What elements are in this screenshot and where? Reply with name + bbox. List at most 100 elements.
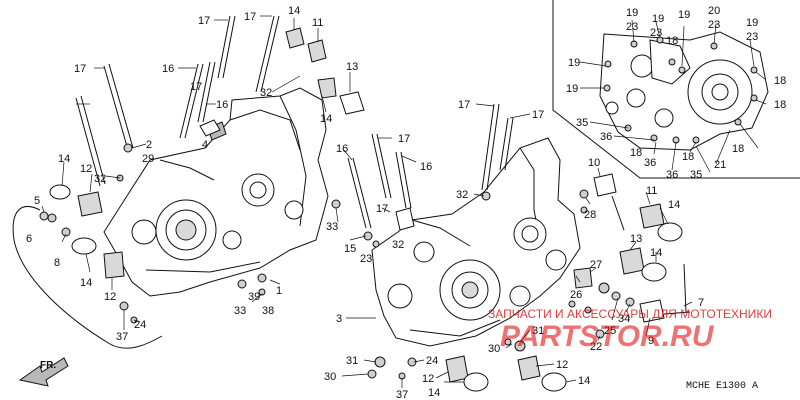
callout-c28: 1 (276, 285, 282, 297)
callout-c46: 14 (428, 387, 440, 399)
callout-c23: 24 (134, 319, 146, 331)
front-marker-label: FR. (40, 360, 56, 371)
callout-c45: 12 (422, 373, 434, 385)
callout-c26: 39 (248, 291, 260, 303)
callout-c30: 17 (398, 133, 410, 145)
callout-c51: 10 (588, 157, 600, 169)
right-studs (347, 103, 514, 229)
inset-callout-labels: 19 19 23 19 23 20 23 19 23 19 18 18 19 1… (566, 5, 786, 181)
callout-c5: 17 (74, 63, 86, 75)
inset-callout-i5: 23 (650, 27, 662, 39)
callout-c36: 32 (392, 239, 404, 251)
callout-c31: 16 (420, 161, 432, 173)
callout-c25: 33 (234, 305, 246, 317)
inset-callout-i23: 35 (690, 169, 702, 181)
callout-c57: 27 (590, 259, 602, 271)
callout-c34: 15 (344, 243, 356, 255)
callout-c42: 30 (324, 371, 336, 383)
inset-bolt-heads (603, 36, 758, 144)
callout-c16: 12 (80, 163, 92, 175)
callout-c12: 4 (202, 139, 208, 151)
inset-callout-i12: 18 (774, 75, 786, 87)
callout-c54: 14 (668, 199, 680, 211)
front-direction-arrow: FR. (18, 357, 69, 387)
inset-callout-i1: 19 (568, 57, 580, 69)
inset-callout-i15: 35 (576, 117, 588, 129)
callout-c9: 32 (260, 87, 272, 99)
left-studs (75, 15, 280, 187)
left-small-parts (12, 27, 365, 349)
callout-c39: 32 (456, 189, 468, 201)
callout-c56: 14 (650, 247, 662, 259)
callout-c38: 17 (532, 109, 544, 121)
callout-c29: 16 (336, 143, 348, 155)
inset-callout-i22: 36 (666, 169, 678, 181)
callout-c8: 16 (216, 99, 228, 111)
callout-c14: 29 (142, 153, 154, 165)
callout-c48: 30 (488, 343, 500, 355)
callout-c15: 14 (58, 153, 70, 165)
inset-callout-i9: 23 (746, 31, 758, 43)
watermark: ЗАПЧАСТИ И АКСЕССУАРЫ ДЛЯ МОТОТЕХНИКИ PA… (488, 307, 772, 353)
callout-c41: 31 (346, 355, 358, 367)
callout-c40: 3 (336, 313, 342, 325)
callout-c1: 17 (198, 15, 210, 27)
callout-c4: 11 (312, 17, 323, 29)
watermark-tagline: ЗАПЧАСТИ И АКСЕССУАРЫ ДЛЯ МОТОТЕХНИКИ (488, 307, 772, 321)
callout-c35: 23 (360, 253, 372, 265)
callout-c63: 9 (648, 335, 654, 347)
callout-c55: 13 (630, 233, 642, 245)
inset-callout-i13: 19 (566, 83, 578, 95)
callout-c49: 12 (556, 359, 568, 371)
right-small-parts (363, 173, 691, 392)
callout-c32: 17 (376, 203, 388, 215)
leader-lines (41, 15, 767, 388)
inset-callout-i4: 19 (652, 13, 664, 25)
inset-callout-i20: 21 (714, 159, 726, 171)
callout-c44: 37 (396, 389, 408, 400)
callout-c62: 7 (698, 297, 704, 309)
callout-c3: 14 (288, 5, 300, 17)
callout-c6: 16 (162, 63, 174, 75)
inset-callout-i14: 18 (774, 99, 786, 111)
callout-c43: 24 (426, 355, 438, 367)
callout-c20: 8 (54, 257, 60, 269)
callout-c61: 22 (590, 341, 602, 353)
callout-c37: 17 (458, 99, 470, 111)
inset-callout-i19: 18 (682, 151, 694, 163)
inset-callout-i21: 18 (732, 143, 744, 155)
callout-labels: 17 17 14 11 17 16 17 16 32 13 14 4 2 29 … (26, 5, 704, 400)
watermark-brand: PARTSTOR.RU (500, 320, 715, 353)
inset-callout-i3: 23 (626, 21, 638, 33)
callout-c19: 6 (26, 233, 32, 245)
inset-callout-i10: 19 (678, 9, 690, 21)
inset-callout-i17: 18 (630, 147, 642, 159)
callout-c52: 28 (584, 209, 596, 221)
callout-c2: 17 (244, 11, 256, 23)
callout-c18: 5 (34, 195, 40, 207)
right-crankcase-half (371, 137, 581, 347)
callout-c24: 37 (116, 331, 128, 343)
callout-c13: 2 (146, 139, 152, 151)
inset-callout-i11: 18 (666, 35, 678, 47)
callout-c11: 14 (320, 113, 332, 125)
callout-c7: 17 (190, 81, 202, 93)
callout-c10: 13 (346, 61, 358, 73)
callout-c33: 33 (326, 221, 338, 233)
inset-callout-i6: 20 (708, 5, 720, 17)
inset-panel (552, 0, 800, 179)
inset-callout-i2: 19 (626, 7, 638, 19)
callout-c22: 12 (104, 291, 116, 303)
inset-callout-i7: 23 (708, 19, 720, 31)
drawing-code: MCHE E1300 A (686, 381, 758, 392)
callout-c60: 34 (618, 313, 630, 325)
callout-c59: 25 (604, 325, 616, 337)
callout-c27: 38 (262, 305, 274, 317)
callout-c53: 11 (646, 185, 657, 197)
inset-callout-i16: 36 (600, 131, 612, 143)
callout-c47: 31 (532, 325, 544, 337)
callout-c58: 26 (570, 289, 582, 301)
left-crankcase-half (103, 87, 329, 297)
